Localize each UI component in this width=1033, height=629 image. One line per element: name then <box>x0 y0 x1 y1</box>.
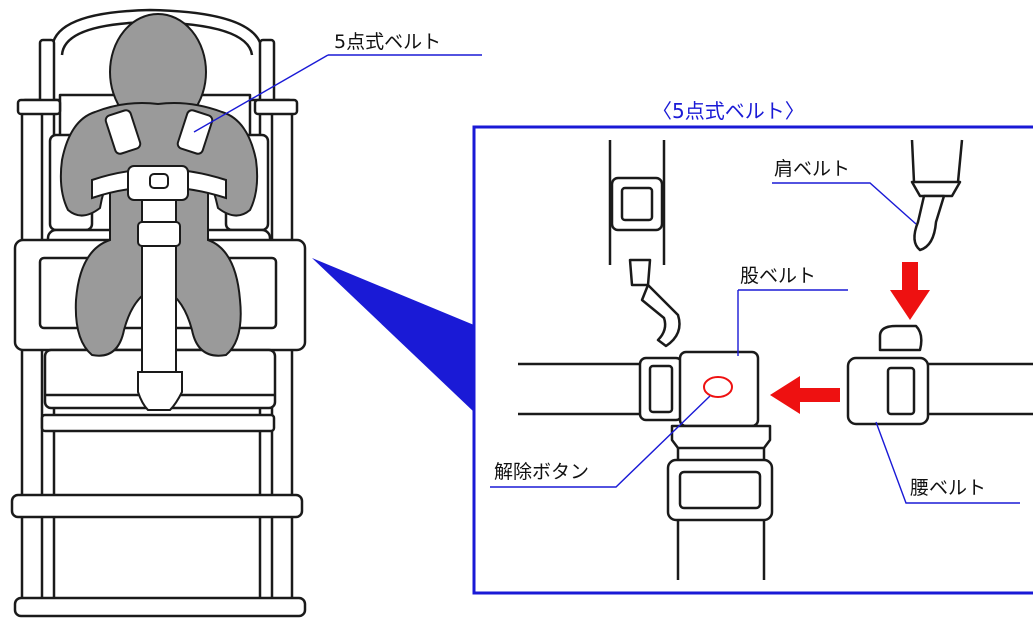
chair-crotch-clip <box>137 371 183 411</box>
leader-waist-belt <box>875 421 1020 504</box>
chair-buckle-button <box>149 173 169 189</box>
down-arrow-icon <box>890 262 930 320</box>
chair-left-shoulder-clip <box>104 109 142 155</box>
crotch-belt-adjuster-slot <box>678 470 762 510</box>
right-shoulder-strap <box>910 139 964 183</box>
leader-shoulder-belt <box>772 182 917 225</box>
label-shoulder-belt: 肩ベルト <box>774 158 850 180</box>
left-strap-hook <box>640 283 681 348</box>
chair-belt-adjuster <box>137 221 181 247</box>
chair-left-front-post <box>20 98 44 612</box>
detail-title: 〈5点式ベルト〉 <box>652 99 805 123</box>
release-button-highlight <box>703 376 733 398</box>
waist-buckle-tongue-slot <box>886 366 916 416</box>
right-strap-clip <box>913 194 946 252</box>
chair-footrest <box>10 493 304 519</box>
leader-five-point-belt-diag <box>193 54 329 133</box>
chair-crossbar <box>40 413 276 433</box>
label-five-point-belt: 5点式ベルト <box>334 31 441 53</box>
chair-belt <box>91 109 227 411</box>
chair-base-bar <box>13 596 307 618</box>
chair-left-armrest <box>16 98 62 116</box>
insert-arrow-icon <box>770 376 840 414</box>
crotch-belt-connector <box>670 424 772 450</box>
detail-drawing <box>518 139 1033 580</box>
chair-right-armrest <box>253 98 299 116</box>
buckle-body <box>678 350 760 428</box>
buckle-left-tab-slot <box>648 364 674 414</box>
leader-release-button <box>490 395 711 488</box>
chair-crotch-belt <box>141 184 177 376</box>
zoom-callout-wedge <box>312 258 474 412</box>
left-strap-connector <box>628 258 652 287</box>
left-strap-adjuster-slot <box>620 186 654 222</box>
label-crotch-belt: 股ベルト <box>740 265 816 287</box>
left-shoulder-strap <box>608 140 666 265</box>
leader-lines <box>193 54 1020 504</box>
right-strap-end <box>910 180 962 198</box>
waist-buckle-clip <box>878 324 923 352</box>
label-waist-belt: 腰ベルト <box>910 477 986 499</box>
label-release-button: 解除ボタン <box>494 461 589 483</box>
